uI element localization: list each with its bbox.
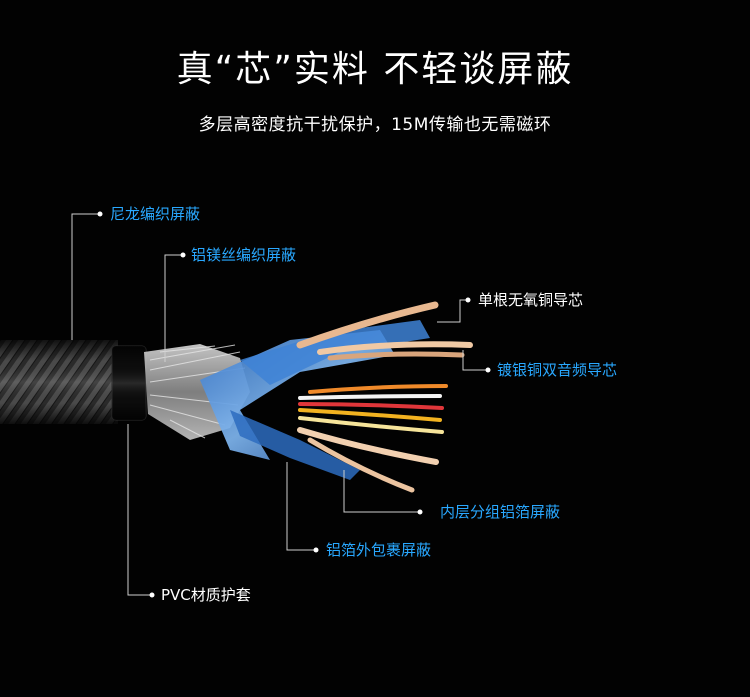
leader-nylon-braid <box>71 213 100 340</box>
callout-pvc-jacket: PVC材质护套 <box>161 586 251 604</box>
leader-inner-foil <box>343 470 420 513</box>
callout-single-copper: 单根无氧铜导芯 <box>478 291 584 309</box>
callout-al-mg-braid: 铝镁丝编织屏蔽 <box>191 246 297 264</box>
leader-outer-foil <box>286 462 316 551</box>
callout-inner-foil: 内层分组铝箔屏蔽 <box>440 503 561 521</box>
leader-al-mg-braid <box>164 254 183 362</box>
callout-silver-copper: 镀银铜双音频导芯 <box>497 361 618 379</box>
page-subtitle: 多层高密度抗干扰保护，15M传输也无需磁环 <box>198 115 552 135</box>
page-title: 真“芯”实料 不轻谈屏蔽 <box>176 49 574 90</box>
callout-outer-foil: 铝箔外包裹屏蔽 <box>326 541 432 559</box>
leader-pvc-jacket <box>127 424 152 596</box>
leader-single-copper <box>437 299 468 323</box>
leader-silver-copper <box>462 350 488 371</box>
callout-nylon-braid: 尼龙编织屏蔽 <box>110 205 201 223</box>
